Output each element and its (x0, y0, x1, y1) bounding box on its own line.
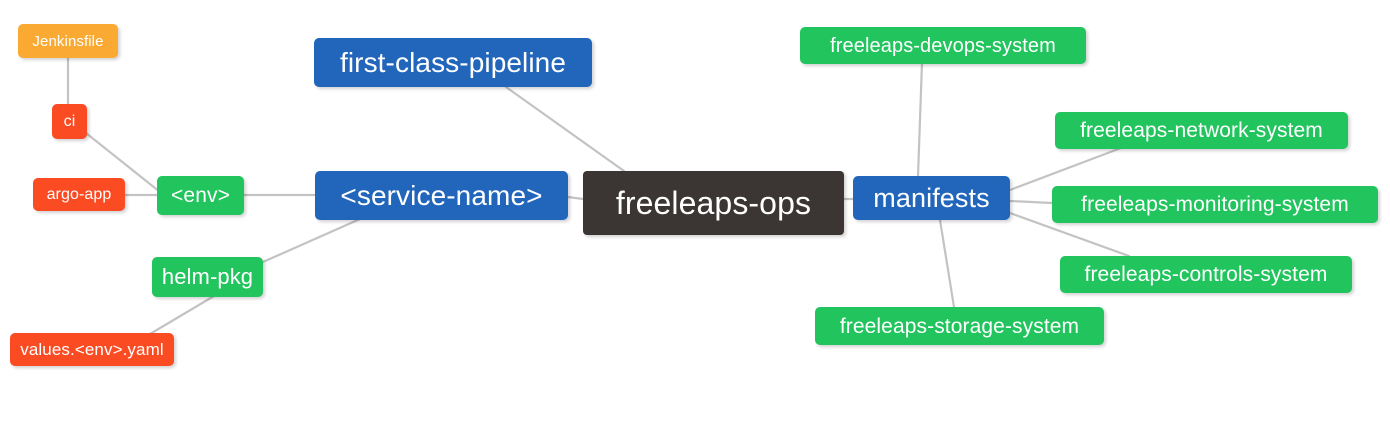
node-freeleaps-controls-system[interactable]: freeleaps-controls-system (1060, 256, 1352, 293)
node-freeleaps-devops-system[interactable]: freeleaps-devops-system (800, 27, 1086, 64)
node-manifests-label: manifests (873, 182, 990, 213)
edge-manifests-storage-system (938, 218, 956, 309)
node-freeleaps-ops-root-label: freeleaps-ops (615, 185, 812, 221)
node-ci-label: ci (63, 112, 76, 130)
node-argo-app[interactable]: argo-app (33, 178, 125, 211)
node-first-class-pipeline[interactable]: first-class-pipeline (314, 38, 592, 87)
node-values-yaml[interactable]: values.<env>.yaml (10, 333, 174, 366)
node-freeleaps-ops-root[interactable]: freeleaps-ops (583, 171, 844, 235)
node-freeleaps-network-system-label: freeleaps-network-system (1080, 119, 1323, 142)
node-freeleaps-monitoring-system-label: freeleaps-monitoring-system (1081, 193, 1349, 216)
edge-service-name-helm-pkg (261, 217, 362, 264)
edge-root-first-class-pipeline (504, 85, 626, 173)
node-helm-pkg[interactable]: helm-pkg (152, 257, 263, 297)
edge-manifests-devops-system (916, 61, 924, 178)
edge-root-service-name (566, 195, 585, 201)
node-freeleaps-storage-system-label: freeleaps-storage-system (839, 314, 1080, 338)
node-freeleaps-monitoring-system[interactable]: freeleaps-monitoring-system (1052, 186, 1378, 223)
node-jenkinsfile[interactable]: Jenkinsfile (18, 24, 118, 58)
node-freeleaps-storage-system[interactable]: freeleaps-storage-system (815, 307, 1104, 345)
node-ci[interactable]: ci (52, 104, 87, 139)
edge-helm-pkg-values-yaml (148, 294, 216, 336)
edge-manifests-monitoring-system (1008, 199, 1054, 205)
node-freeleaps-devops-system-label: freeleaps-devops-system (830, 34, 1056, 57)
node-env[interactable]: <env> (157, 176, 244, 215)
node-jenkinsfile-label: Jenkinsfile (32, 32, 104, 50)
edge-manifests-network-system (1008, 146, 1123, 192)
node-first-class-pipeline-label: first-class-pipeline (339, 46, 567, 78)
node-manifests[interactable]: manifests (853, 176, 1010, 220)
node-service-name[interactable]: <service-name> (315, 171, 568, 220)
node-helm-pkg-label: helm-pkg (161, 264, 254, 289)
node-env-label: <env> (171, 184, 230, 207)
node-service-name-label: <service-name> (340, 179, 543, 211)
node-argo-app-label: argo-app (46, 185, 112, 203)
node-values-yaml-label: values.<env>.yaml (20, 340, 164, 359)
node-freeleaps-network-system[interactable]: freeleaps-network-system (1055, 112, 1348, 149)
node-freeleaps-controls-system-label: freeleaps-controls-system (1084, 263, 1328, 286)
